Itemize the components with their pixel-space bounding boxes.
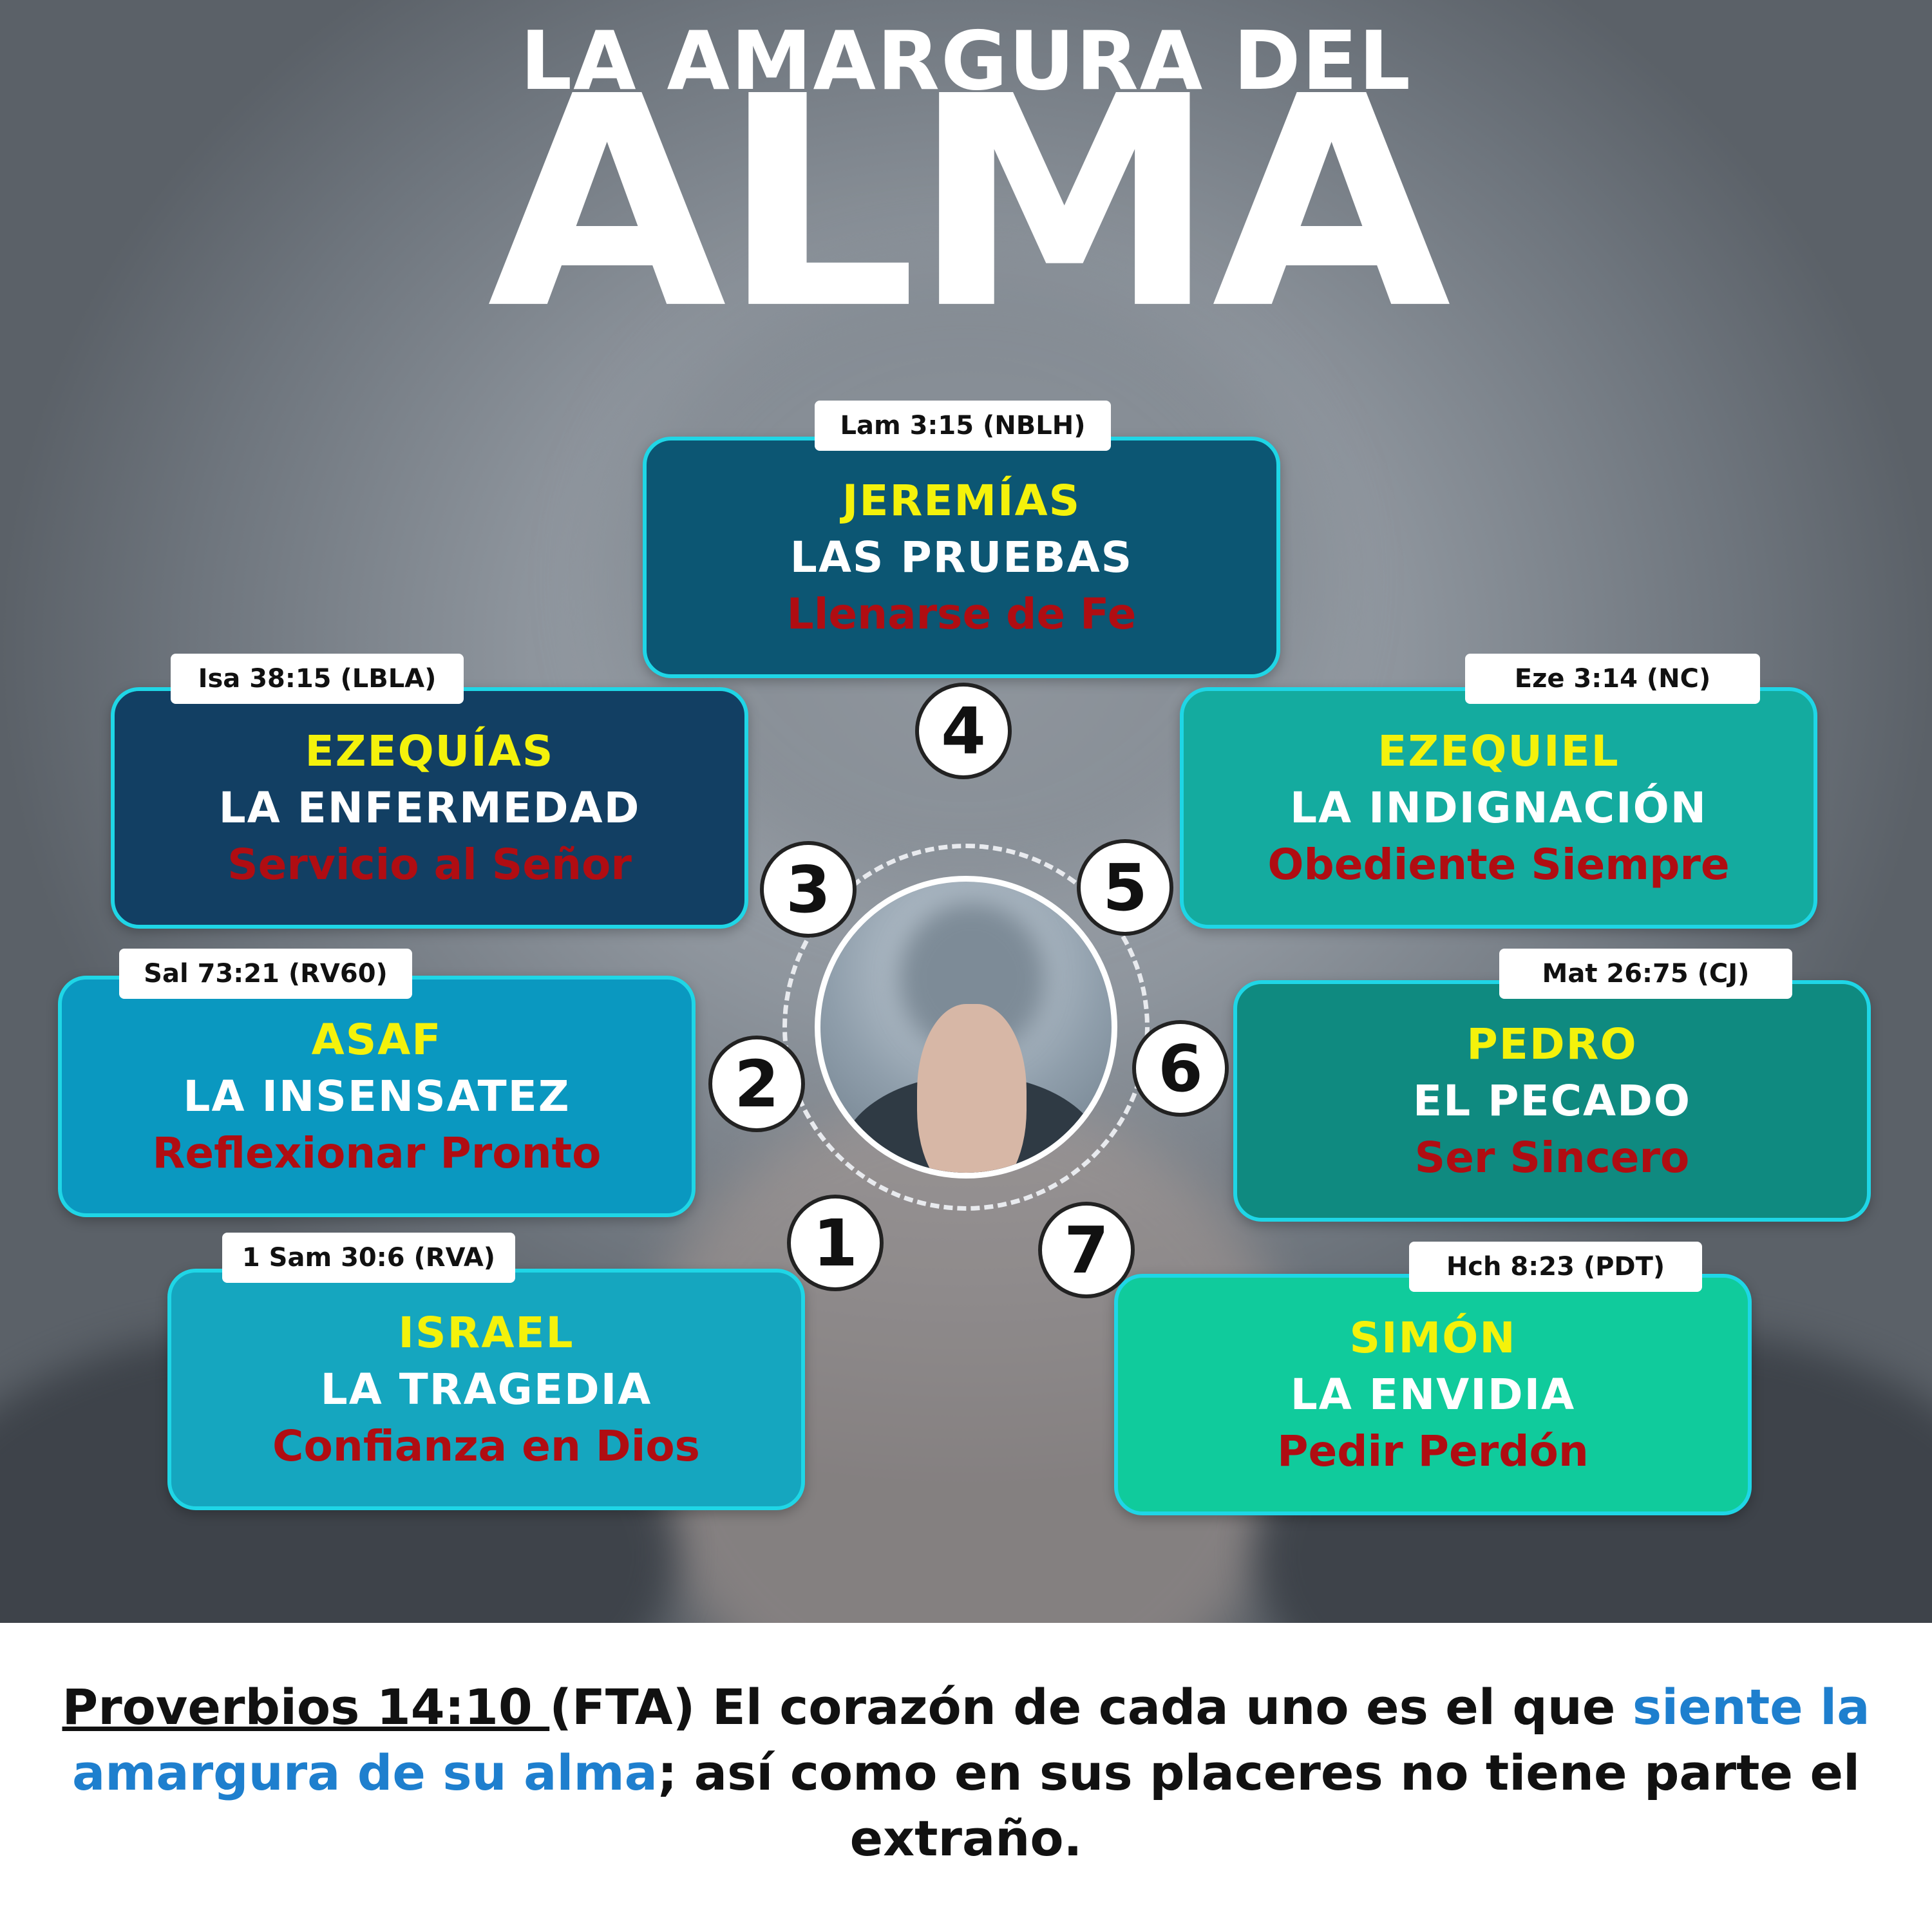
ref-tab-simon: Hch 8:23 (PDT): [1409, 1242, 1702, 1292]
card-theme: LAS PRUEBAS: [790, 532, 1133, 582]
center-photo-icon: [815, 876, 1117, 1179]
card-name: EZEQUÍAS: [305, 726, 554, 776]
title-line-2: ALMA: [487, 34, 1451, 374]
verse-text-after: ; así como en sus placeres no tiene part…: [657, 1744, 1861, 1867]
card-lesson: Pedir Perdón: [1277, 1426, 1589, 1476]
ref-tab-jeremias: Lam 3:15 (NBLH): [815, 401, 1111, 451]
ref-tab-asaf: Sal 73:21 (RV60): [119, 949, 412, 999]
card-name: EZEQUIEL: [1378, 726, 1620, 776]
card-lesson: Servicio al Señor: [227, 839, 632, 889]
ref-tab-pedro: Mat 26:75 (CJ): [1499, 949, 1792, 999]
card-theme: LA ENVIDIA: [1290, 1369, 1576, 1419]
card-lesson: Obediente Siempre: [1267, 839, 1730, 889]
card-name: SIMÓN: [1349, 1312, 1517, 1363]
card-ezequiel: EZEQUIEL LA INDIGNACIÓN Obediente Siempr…: [1180, 687, 1817, 929]
card-theme: LA TRAGEDIA: [320, 1364, 652, 1414]
number-badge-3: 3: [760, 841, 857, 938]
card-name: ISRAEL: [398, 1307, 574, 1358]
center-dashed-ring: [782, 844, 1150, 1211]
number-badge-1: 1: [787, 1195, 884, 1291]
footer-verse: Proverbios 14:10 (FTA) El corazón de cad…: [58, 1674, 1874, 1871]
footer-panel: [0, 1623, 1932, 1932]
number-badge-2: 2: [708, 1036, 805, 1132]
number-badge-5: 5: [1077, 839, 1173, 936]
card-theme: LA ENFERMEDAD: [218, 782, 641, 833]
photo-hands-shape: [917, 1004, 1027, 1173]
card-pedro: PEDRO EL PECADO Ser Sincero: [1233, 980, 1871, 1222]
verse-text-before: El corazón de cada uno es el que: [695, 1678, 1633, 1736]
number-badge-7: 7: [1038, 1202, 1135, 1298]
card-theme: EL PECADO: [1413, 1075, 1691, 1126]
card-ezequias: EZEQUÍAS LA ENFERMEDAD Servicio al Señor: [111, 687, 748, 929]
ref-tab-ezequias: Isa 38:15 (LBLA): [171, 654, 464, 704]
card-lesson: Ser Sincero: [1414, 1132, 1690, 1182]
verse-version: (FTA): [549, 1678, 696, 1736]
number-badge-6: 6: [1132, 1020, 1229, 1117]
card-theme: LA INDIGNACIÓN: [1289, 782, 1708, 833]
verse-reference: Proverbios 14:10: [62, 1678, 550, 1736]
number-badge-4: 4: [915, 683, 1012, 779]
title-line-1: LA AMARGURA DEL: [520, 14, 1412, 108]
verse-highlight: siente la amargura de su alma: [71, 1678, 1870, 1801]
card-lesson: Reflexionar Pronto: [152, 1128, 601, 1178]
card-israel: ISRAEL LA TRAGEDIA Confianza en Dios: [167, 1269, 805, 1510]
card-name: ASAF: [311, 1014, 442, 1065]
card-jeremias: JEREMÍAS LAS PRUEBAS Llenarse de Fe: [643, 437, 1280, 678]
ref-tab-israel: 1 Sam 30:6 (RVA): [222, 1233, 515, 1283]
card-lesson: Confianza en Dios: [272, 1421, 700, 1471]
ref-tab-ezequiel: Eze 3:14 (NC): [1465, 654, 1760, 704]
card-asaf: ASAF LA INSENSATEZ Reflexionar Pronto: [58, 976, 696, 1217]
card-theme: LA INSENSATEZ: [183, 1071, 571, 1121]
card-name: JEREMÍAS: [842, 475, 1081, 526]
card-lesson: Llenarse de Fe: [786, 589, 1137, 639]
card-simon: SIMÓN LA ENVIDIA Pedir Perdón: [1114, 1274, 1752, 1515]
card-name: PEDRO: [1466, 1019, 1638, 1069]
